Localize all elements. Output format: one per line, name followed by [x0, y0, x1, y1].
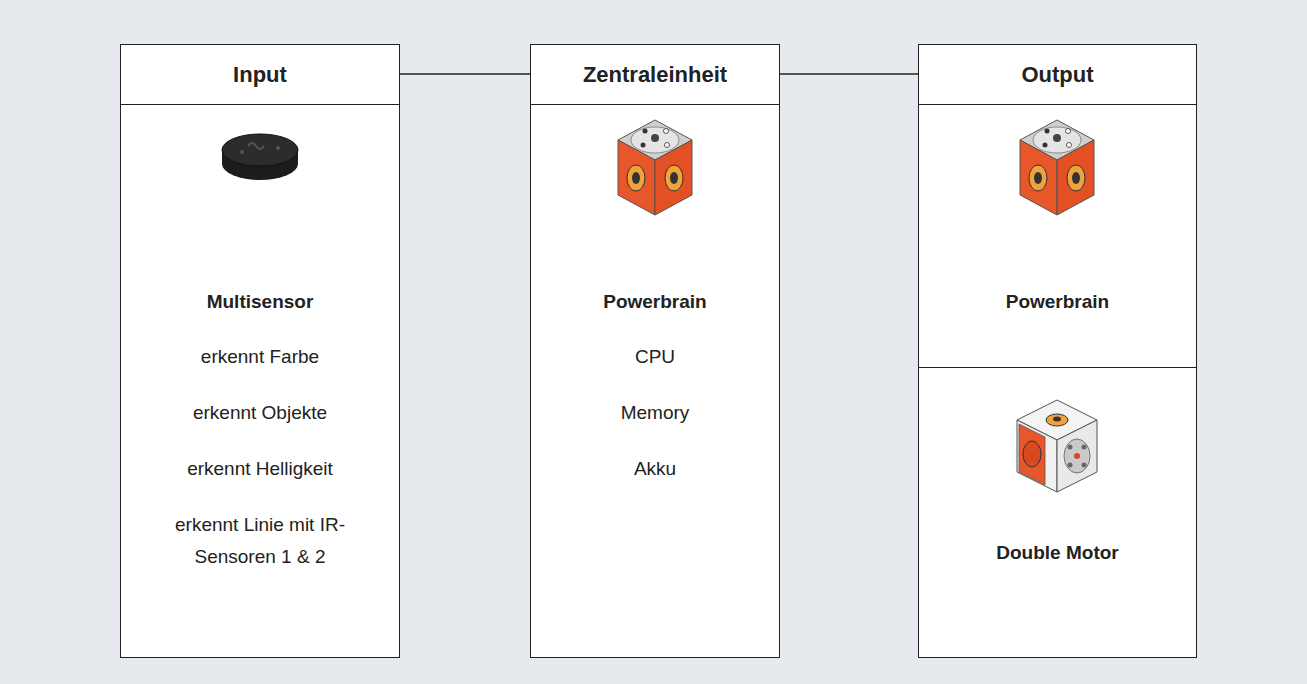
multisensor-icon	[222, 134, 298, 180]
feature-text: Akku	[539, 456, 771, 482]
feature-text: erkennt Farbe	[129, 344, 391, 370]
feature-text: erkennt Objekte	[129, 400, 391, 426]
component-name: Double Motor	[927, 540, 1188, 566]
box-fill	[530, 44, 780, 658]
output-section: Double Motor	[919, 367, 1196, 657]
feature-text: Memory	[539, 400, 771, 426]
feature-text: CPU	[539, 344, 771, 370]
output-section: Powerbrain	[919, 105, 1196, 367]
box-fill	[918, 44, 1197, 658]
powerbrain-icon	[1020, 120, 1094, 215]
double-motor-icon	[1017, 400, 1097, 492]
column-box: InputMultisensor erkennt Farbe erkennt Obj…	[120, 44, 400, 658]
component-name: Powerbrain	[539, 289, 771, 315]
connector-line	[780, 73, 918, 75]
feature-text: erkennt Linie mit IR-Sensoren 1 & 2	[140, 509, 380, 573]
box-fill	[120, 44, 400, 658]
feature-text: erkennt Helligkeit	[129, 456, 391, 482]
column-box: ZentraleinheitPowerbrainCPU MemoryAkku	[530, 44, 780, 658]
column-heading: Input	[121, 45, 399, 105]
column-heading: Output	[919, 45, 1196, 105]
powerbrain-icon	[618, 120, 692, 215]
connector-line	[400, 73, 530, 75]
column-box: OutputPowerbrainDouble Motor	[918, 44, 1197, 658]
component-name: Multisensor	[129, 289, 391, 315]
component-name: Powerbrain	[927, 289, 1188, 315]
column-heading: Zentraleinheit	[531, 45, 779, 105]
